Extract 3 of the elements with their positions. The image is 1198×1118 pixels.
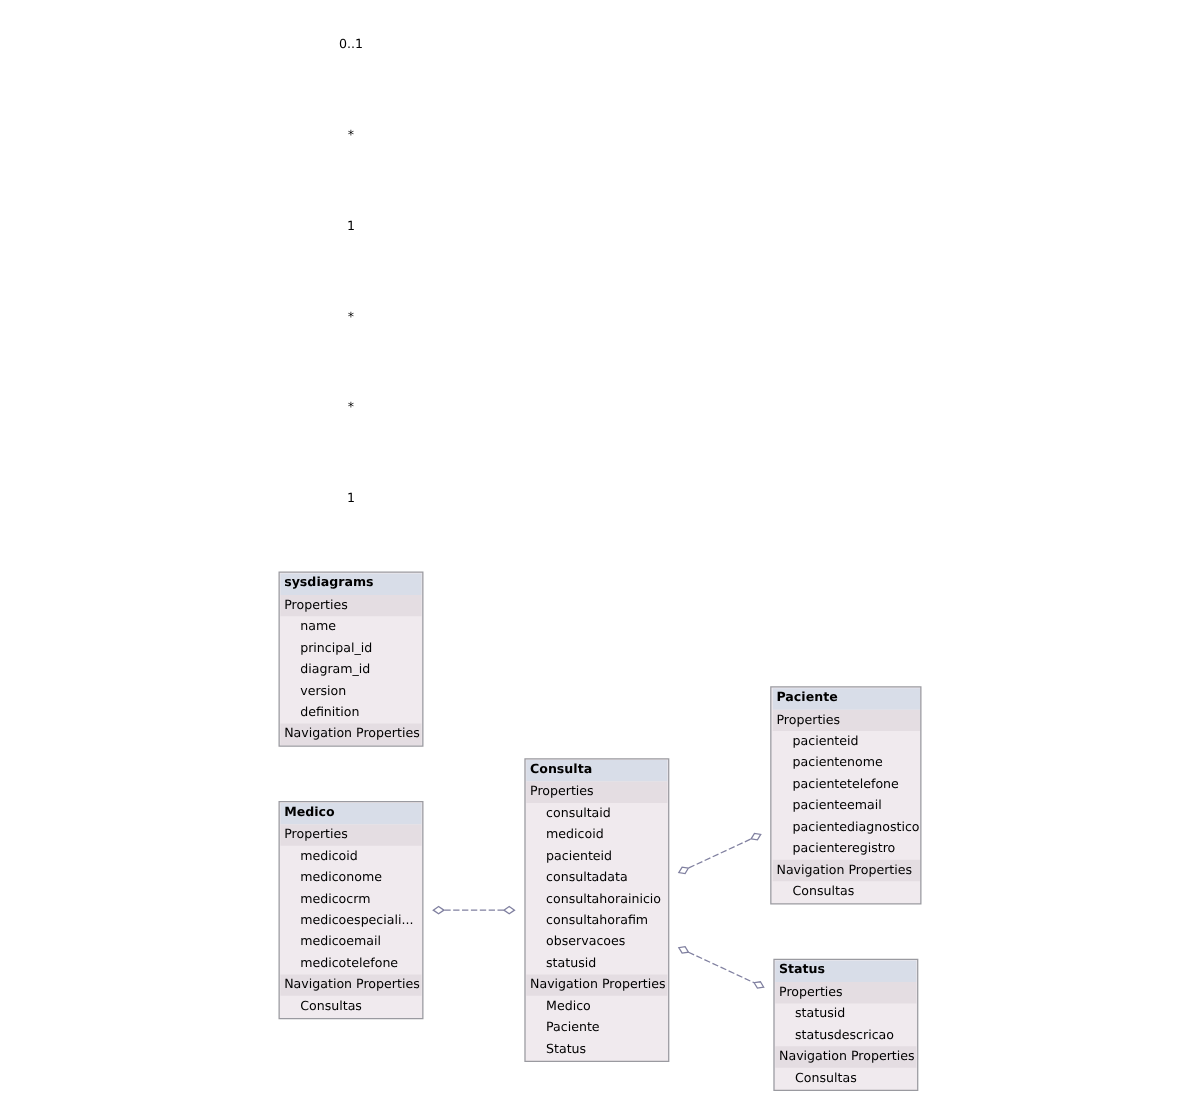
connector xyxy=(676,946,764,989)
connector xyxy=(676,832,761,875)
connector xyxy=(431,905,515,915)
